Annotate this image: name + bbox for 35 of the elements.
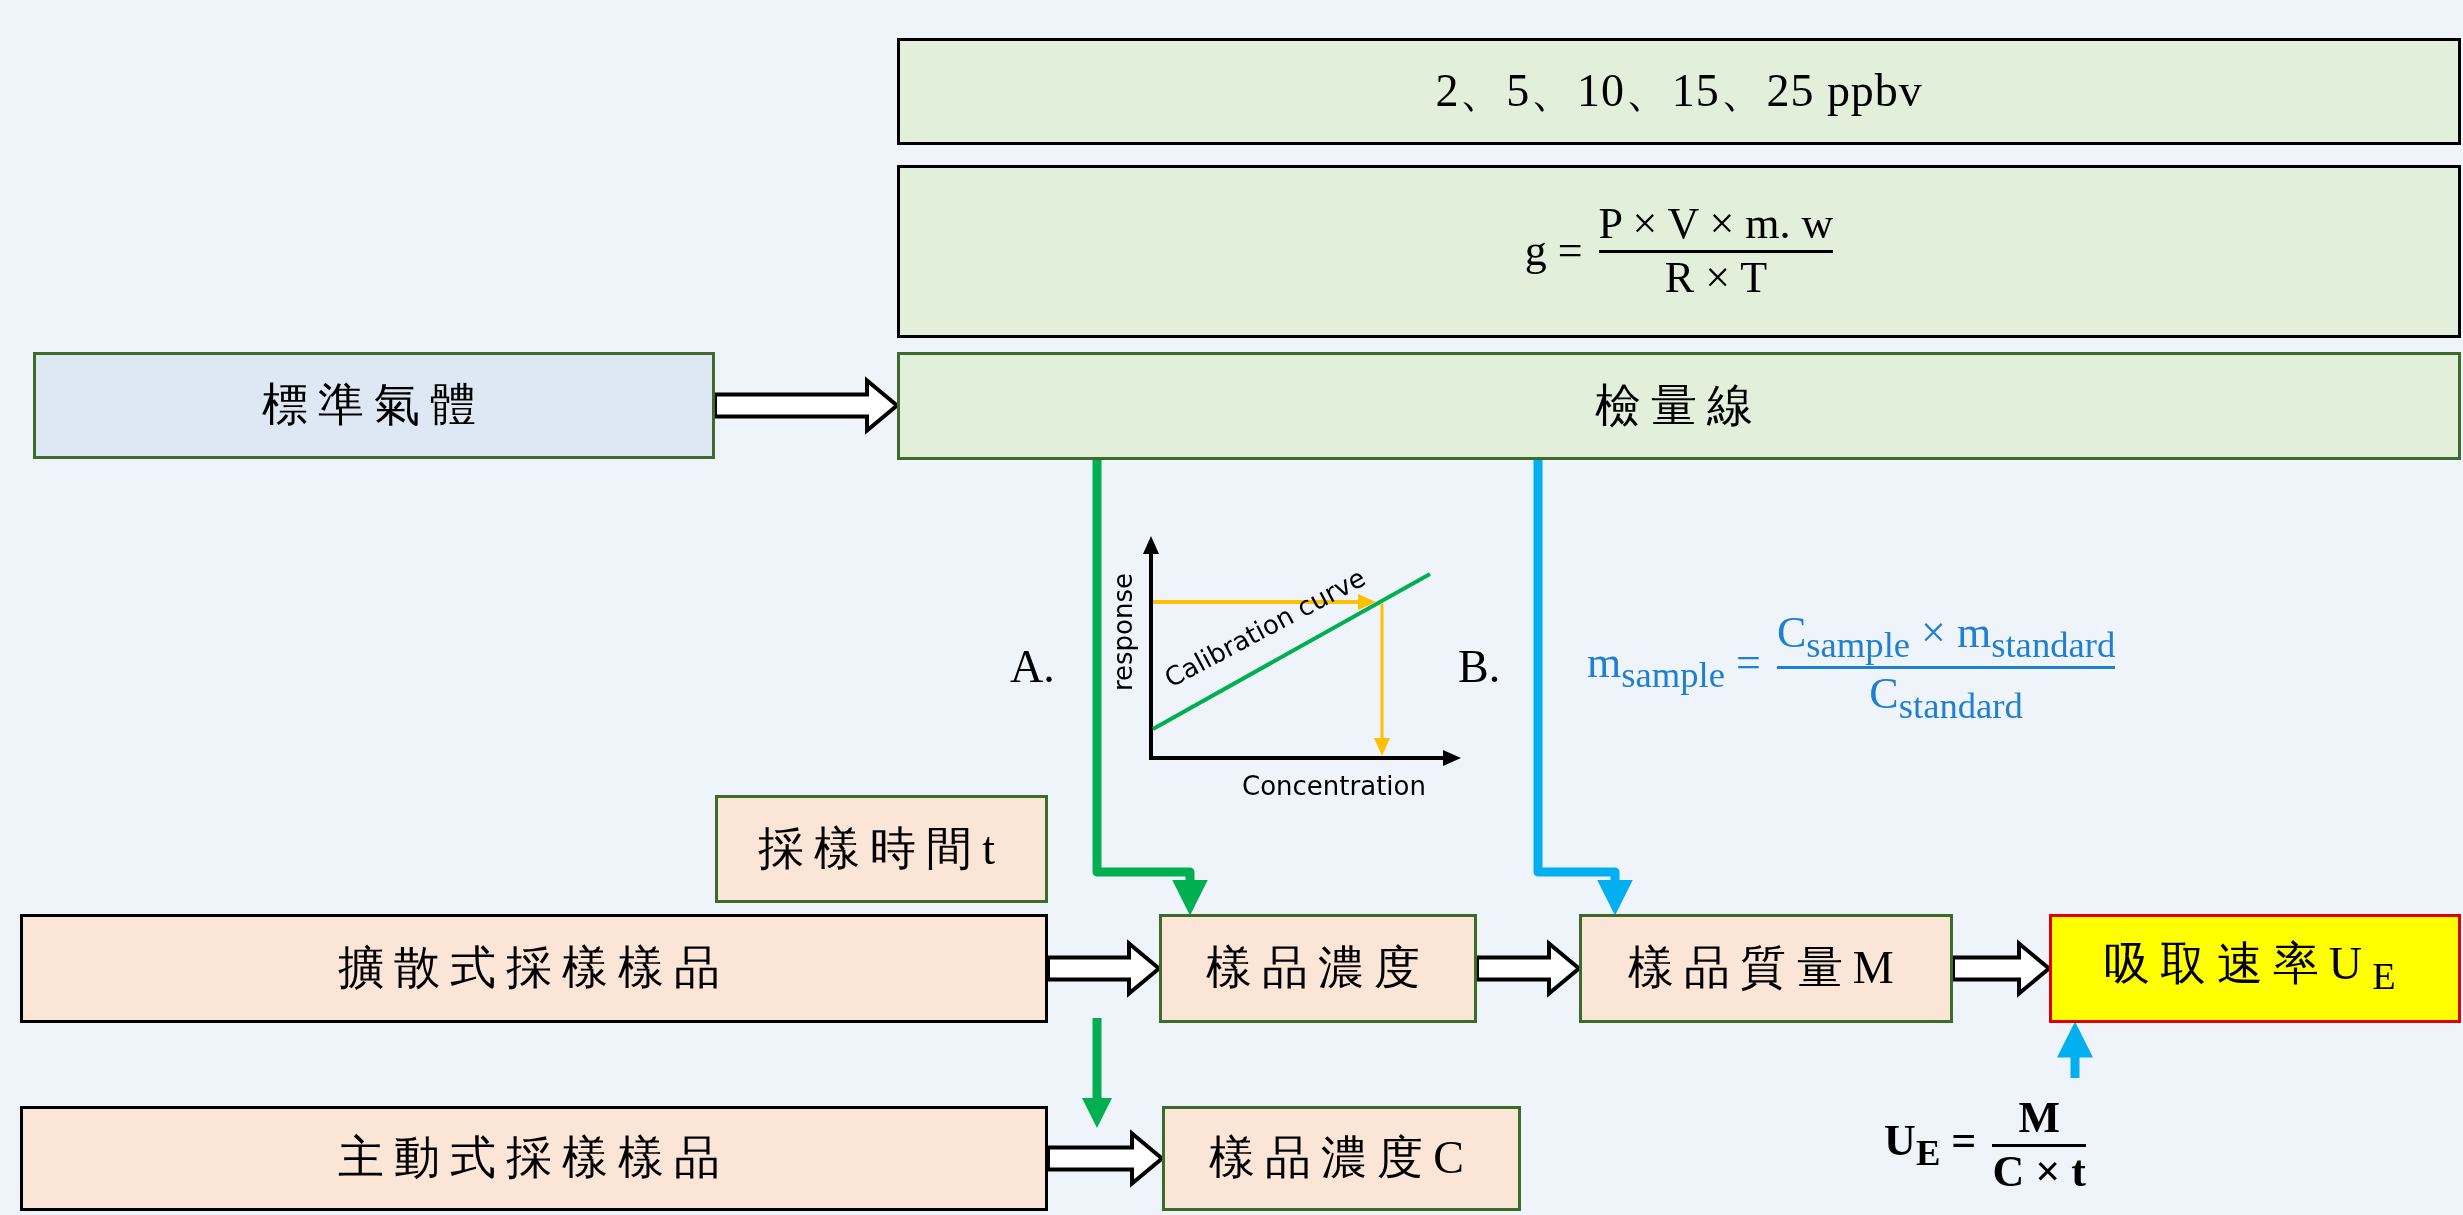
axis-label: Concentration (1242, 771, 1426, 801)
box-label: 樣品濃度C (1208, 1132, 1475, 1185)
process-box (897, 352, 2461, 460)
process-box (1162, 1106, 1521, 1211)
numerator-text: M (2018, 1092, 2060, 1144)
process-box (20, 914, 1048, 1023)
process-box (897, 38, 2461, 145)
box-label: 採樣時間t (757, 822, 1006, 876)
process-box (33, 352, 715, 459)
denominator-text: C × t (1992, 1146, 2086, 1198)
formula-text: g = (1524, 226, 1583, 277)
box-label: 標準氣體 (261, 379, 487, 432)
box-label: 主動式採樣樣品 (337, 1132, 731, 1185)
process-box (2049, 914, 2461, 1023)
process-box (1159, 914, 1477, 1023)
box-label: 檢量線 (1594, 379, 1764, 433)
box-label: 吸取速率U$_{E}$ (2104, 938, 2406, 999)
axis-label: response (1108, 572, 1138, 692)
numerator-text: C$_{sample}$ × m$_{standard}$ (1776, 608, 2116, 666)
denominator-text: C$_{standard}$ (1869, 668, 2023, 727)
numerator-text: P × V × m. w (1598, 199, 1834, 250)
denominator-text: R × T (1664, 253, 1768, 304)
box-label: 擴散式採樣樣品 (337, 942, 731, 995)
box-label: 2、5、10、15、25 ppbv (1435, 65, 1923, 118)
formula-text: m$_{sample}$ = (1587, 638, 1761, 697)
process-box (20, 1106, 1048, 1211)
arrow (1092, 460, 1208, 916)
process-box (1579, 914, 1953, 1023)
formula (897, 165, 2461, 338)
formula-text: U$_{E}$ = (1884, 1116, 1977, 1174)
box-label: 樣品質量M (1628, 942, 1904, 995)
process-box (715, 795, 1048, 903)
arrow (2057, 1021, 2093, 1078)
box-label: 樣品濃度 (1205, 942, 1431, 995)
arrow (1533, 460, 1633, 916)
